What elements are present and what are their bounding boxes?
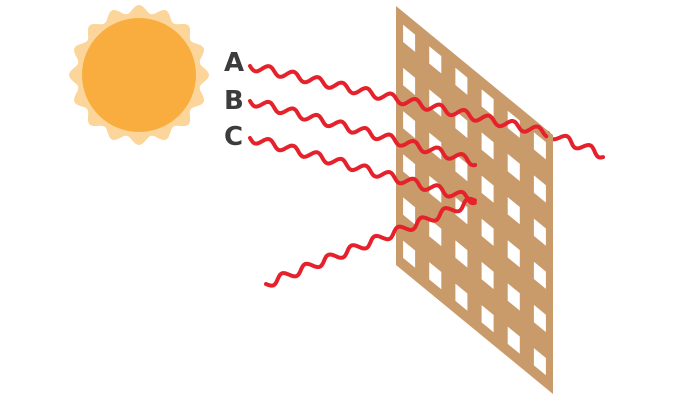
label-c: C xyxy=(224,122,243,152)
wave-c-reflected xyxy=(264,196,477,288)
wave-b xyxy=(248,99,478,168)
label-a: A xyxy=(224,48,244,78)
wave-c xyxy=(248,136,477,206)
label-b: B xyxy=(224,86,244,116)
sun-core xyxy=(82,18,196,132)
sun-icon xyxy=(69,5,209,145)
wave-a xyxy=(248,64,549,139)
wave-a-far xyxy=(546,131,605,160)
